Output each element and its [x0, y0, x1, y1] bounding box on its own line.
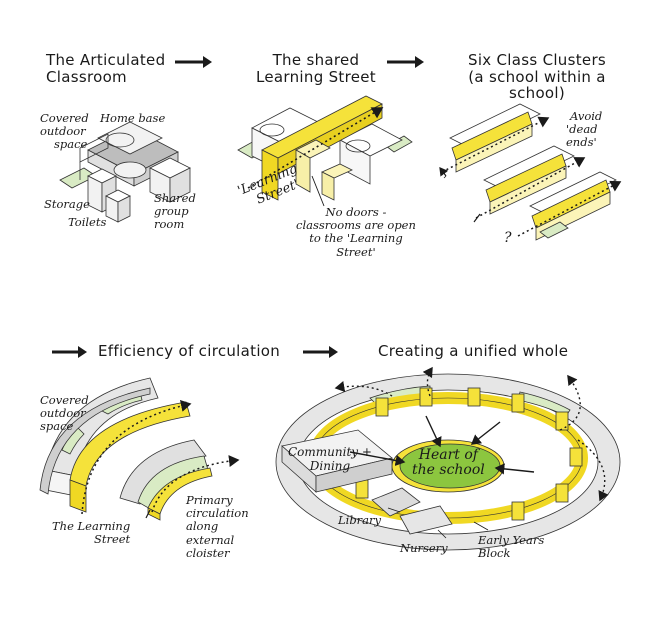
- panel-1-title-line-1: The Articulated: [46, 51, 166, 69]
- label-line: Street': [336, 244, 376, 259]
- label-primary-circulation: Primary circulation along external clois…: [186, 493, 249, 560]
- label-line: Shared: [154, 191, 196, 205]
- label-line: outdoor: [40, 124, 86, 139]
- label-line: 'dead: [566, 122, 598, 137]
- label-covered-outdoor-space-2: Covered outdoor space: [40, 393, 89, 434]
- panel-2-title-line-2: Learning Street: [256, 67, 376, 86]
- label-early-years-block: Early Years Block: [478, 533, 545, 561]
- panel-1-title-line-2: Classroom: [46, 67, 127, 86]
- label-library: Library: [338, 513, 382, 527]
- class-clusters-diagram: [439, 103, 622, 241]
- step-arrow-4: [303, 346, 338, 358]
- label-line: group: [154, 204, 189, 219]
- learning-street-axonometric: [237, 95, 413, 207]
- panel-3-title-line-3: school): [508, 84, 566, 102]
- label-storage: Storage: [44, 197, 90, 211]
- panel-2-title: The shared Learning Street: [256, 52, 376, 85]
- circulation-arc-diagram: [39, 377, 240, 521]
- label-line: classrooms are open: [296, 218, 416, 233]
- label-line: Avoid: [570, 109, 603, 123]
- label-heart-of-the-school: Heart of the school: [412, 447, 485, 479]
- label-line: space: [40, 419, 74, 434]
- label-home-base: Home base: [100, 111, 166, 125]
- label-line: along: [186, 519, 219, 534]
- label-line: Community +: [288, 445, 372, 459]
- label-line: the school: [412, 462, 485, 479]
- label-line: cloister: [186, 545, 230, 560]
- panel-2-title-line-1: The shared: [272, 51, 360, 69]
- panel-5-title: Creating a unified whole: [378, 342, 569, 360]
- label-line: No doors -: [325, 205, 387, 219]
- step-arrow-3: [52, 346, 87, 358]
- label-line: space: [54, 137, 88, 152]
- label-line: Street: [93, 532, 131, 547]
- step-arrow-1: [175, 56, 212, 68]
- panel-3-title-line-2: (a school within a: [468, 67, 606, 86]
- label-toilets: Toilets: [68, 215, 107, 229]
- panel-4-title: Efficiency of circulation: [98, 342, 281, 360]
- label-the-learning-street: The Learning Street: [52, 519, 131, 547]
- label-line: to the 'Learning: [309, 231, 403, 246]
- label-line: Dining: [309, 458, 351, 473]
- label-shared-group-room: Shared group room: [154, 191, 196, 232]
- label-no-doors: No doors - classrooms are open to the 'L…: [296, 205, 416, 259]
- label-line: outdoor: [40, 406, 86, 421]
- unified-school-plan: [275, 366, 621, 551]
- label-line: ends': [566, 135, 597, 150]
- classroom-axonometric: [59, 121, 191, 223]
- panel-3-title-line-1: Six Class Clusters: [468, 51, 607, 69]
- step-arrow-2: [387, 56, 424, 68]
- label-covered-outdoor-space: Covered outdoor space: [40, 111, 89, 152]
- panel-3-title: Six Class Clusters (a school within a sc…: [468, 52, 606, 102]
- label-line: The Learning: [52, 519, 131, 533]
- panel-1-title: The Articulated Classroom: [46, 52, 165, 85]
- label-line: Early Years: [478, 533, 545, 547]
- label-line: Block: [478, 546, 511, 561]
- label-line: Primary: [186, 493, 233, 507]
- label-line: room: [154, 217, 185, 232]
- label-line: external: [186, 532, 235, 547]
- label-nursery: Nursery: [400, 541, 448, 555]
- label-line: Heart of: [418, 447, 478, 463]
- label-community-dining: Community + Dining: [288, 445, 372, 474]
- label-line: Covered: [40, 111, 89, 125]
- label-line: Covered: [40, 393, 89, 407]
- label-question-mark: ?: [504, 230, 512, 246]
- label-avoid-dead-ends: Avoid 'dead ends': [566, 109, 603, 150]
- label-line: circulation: [186, 506, 249, 521]
